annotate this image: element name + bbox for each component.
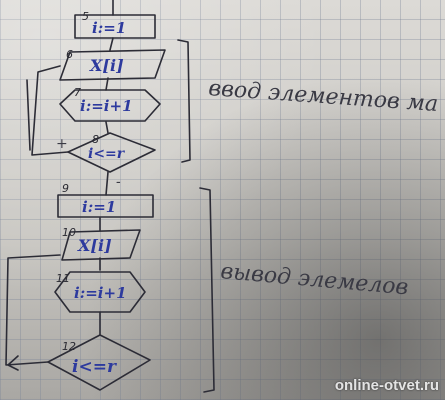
loop-arrow-head <box>7 355 19 371</box>
block-8-number: 8 <box>92 133 99 146</box>
block-10-output <box>61 229 141 261</box>
block-6-text: X[i] <box>89 56 124 75</box>
section-bracket-input <box>177 39 191 163</box>
output-section-label: вывод элемелов <box>219 259 409 300</box>
block-12-number: 12 <box>62 340 76 353</box>
block-5-process <box>74 14 156 39</box>
loop-back-1 <box>31 65 69 156</box>
block-8-decision <box>67 132 156 173</box>
block-11-text: i:=i+1 <box>74 284 127 302</box>
loop-bracket-left <box>26 79 31 151</box>
block-9-text: i:=1 <box>82 198 116 216</box>
block-10-text: X[i] <box>77 236 112 255</box>
section-bracket-output <box>199 187 215 393</box>
block-6-input <box>59 49 166 81</box>
block-7-increment <box>59 89 161 122</box>
block-11-increment <box>54 271 146 313</box>
block-10-number: 10 <box>62 226 76 239</box>
decision-yes-mark: + <box>56 136 68 152</box>
block-7-text: i:=i+1 <box>80 97 133 115</box>
block-9-number: 9 <box>62 182 69 195</box>
decision-no-mark: - <box>116 174 121 190</box>
block-12-text: i<=r <box>72 357 117 377</box>
flow-line <box>99 0 114 336</box>
block-12-decision <box>47 334 151 391</box>
block-5-number: 5 <box>82 10 89 23</box>
block-5-text: i:=1 <box>92 19 126 37</box>
site-watermark: online-otvet.ru <box>334 377 439 394</box>
block-6-number: 6 <box>66 48 73 61</box>
block-9-process <box>57 194 154 218</box>
loop-back-2 <box>5 254 61 366</box>
block-11-number: 11 <box>56 272 70 285</box>
input-section-label: ввод элементов ма <box>208 76 439 117</box>
block-7-number: 7 <box>74 86 81 99</box>
block-8-text: i<=r <box>88 146 126 162</box>
